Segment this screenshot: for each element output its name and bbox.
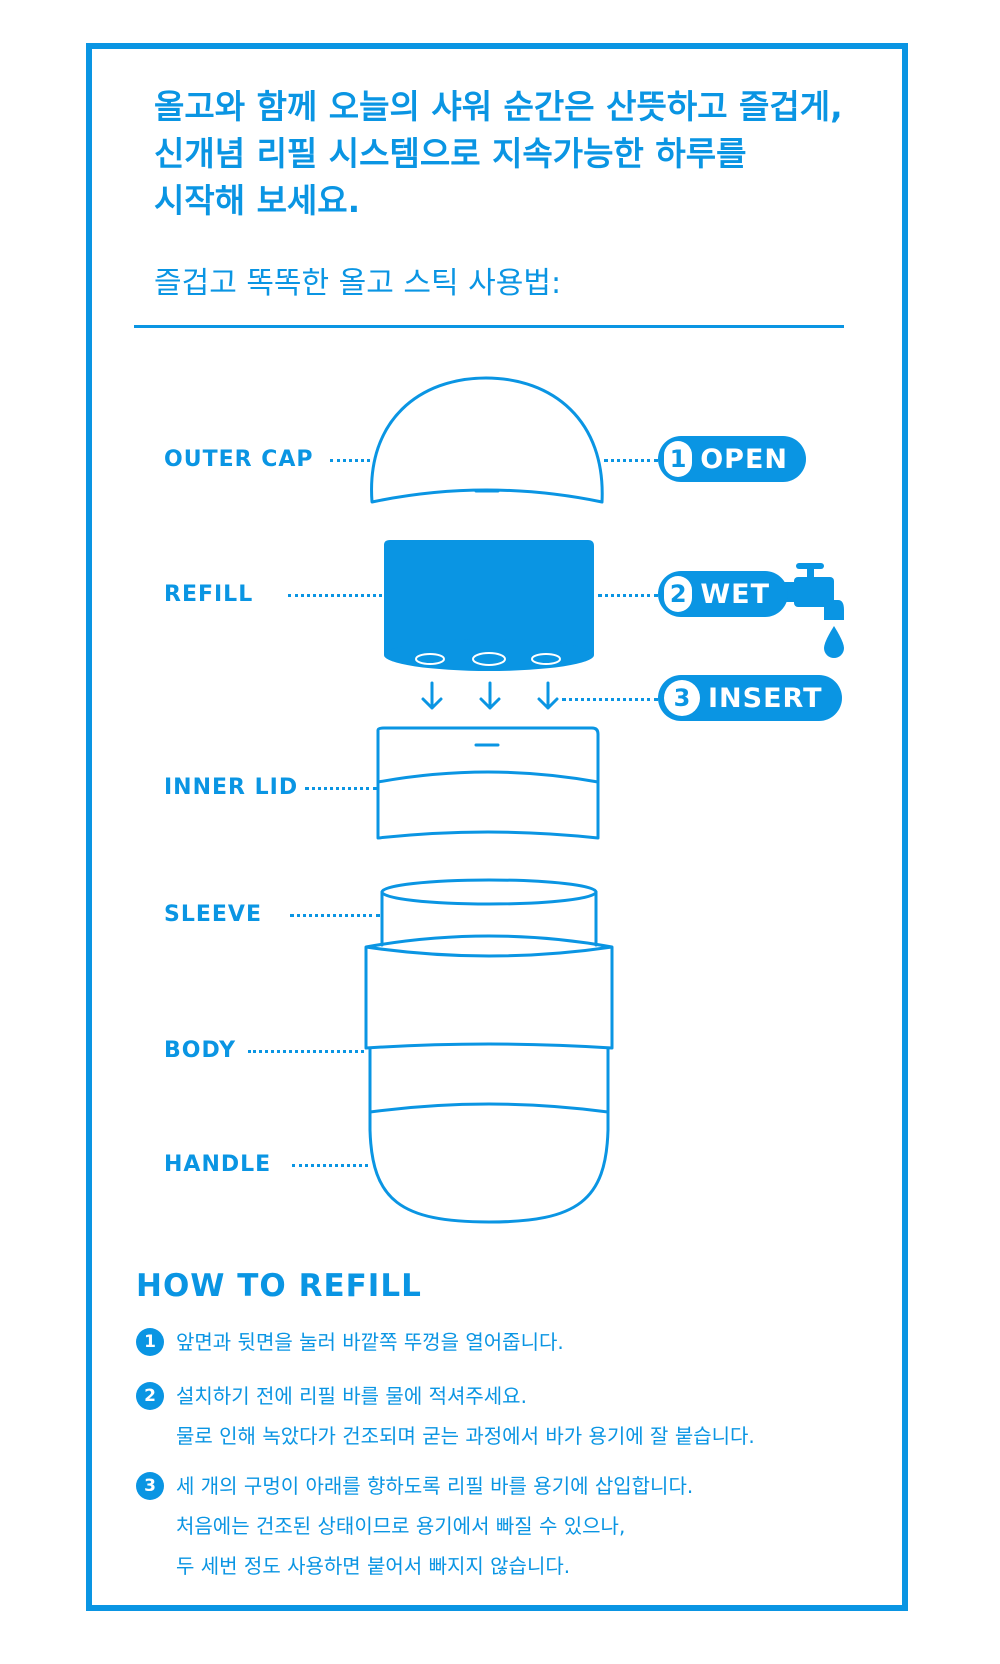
headline: 올고와 함께 오늘의 샤워 순간은 산뜻하고 즐겁게, 신개념 리필 시스템으로… [154, 83, 874, 224]
body-shape [364, 934, 614, 1050]
leader-wet [598, 594, 658, 597]
sleeve-shape [380, 890, 598, 947]
leader-sleeve [290, 914, 380, 917]
step-text: 세 개의 구멍이 아래를 향하도록 리필 바를 용기에 삽입합니다. [176, 1474, 694, 1498]
step-text: 두 세번 정도 사용하면 붙어서 빠지지 않습니다. [176, 1554, 571, 1578]
step-number: 1 [664, 441, 693, 477]
label-outer-cap: OUTER CAP [164, 447, 314, 472]
handle-band [368, 1102, 610, 1114]
action-label: WET [700, 578, 770, 610]
label-refill: REFILL [164, 582, 254, 607]
step-badge: 2 [136, 1382, 164, 1410]
step-text: 물로 인해 녹았다가 건조되며 굳는 과정에서 바가 용기에 잘 붙습니다. [176, 1424, 755, 1448]
step-badge: 1 [136, 1328, 164, 1356]
water-drop-icon [824, 626, 844, 658]
label-inner-lid: INNER LID [164, 775, 299, 800]
handle-shape [368, 1046, 610, 1224]
label-body: BODY [164, 1038, 237, 1063]
leader-open [604, 459, 658, 462]
step-text: 처음에는 건조된 상태이므로 용기에서 빠질 수 있으나, [176, 1514, 626, 1538]
action-label: INSERT [708, 682, 823, 714]
action-label: OPEN [700, 443, 788, 475]
leader-handle [292, 1164, 368, 1167]
step-text: 설치하기 전에 리필 바를 물에 적셔주세요. [176, 1384, 527, 1408]
headline-line-3: 시작해 보세요. [154, 181, 361, 220]
headline-line-2: 신개념 리필 시스템으로 지속가능한 하루를 [154, 134, 747, 173]
label-sleeve: SLEEVE [164, 902, 262, 927]
label-handle: HANDLE [164, 1152, 272, 1177]
step-number: 3 [664, 680, 700, 716]
headline-line-1: 올고와 함께 오늘의 샤워 순간은 산뜻하고 즐겁게, [154, 87, 843, 126]
step-badge: 3 [136, 1472, 164, 1500]
action-pill-wet: 2 WET [658, 571, 788, 617]
page-frame [86, 43, 908, 1611]
inner-lid-shape [376, 726, 600, 840]
leader-refill [288, 594, 382, 597]
action-pill-insert: 3 INSERT [658, 675, 842, 721]
divider [134, 325, 844, 328]
inner-lid-band [376, 770, 600, 784]
refill-shape [384, 540, 594, 671]
down-arrow-icon [421, 681, 559, 710]
step-text: 앞면과 뒷면을 눌러 바깥쪽 뚜껑을 열어줍니다. [176, 1330, 564, 1354]
howto-title: HOW TO REFILL [136, 1268, 422, 1304]
leader-body [248, 1050, 364, 1053]
faucet-icon [780, 563, 844, 620]
sleeve-rim [380, 878, 598, 906]
leader-inner-lid [305, 787, 377, 790]
subtitle: 즐겁고 똑똑한 올고 스틱 사용법: [154, 266, 562, 301]
leader-insert [562, 698, 658, 701]
leader-outer-cap [330, 459, 370, 462]
step-number: 2 [664, 576, 693, 612]
outer-cap-shape [370, 376, 604, 504]
action-pill-open: 1 OPEN [658, 436, 806, 482]
